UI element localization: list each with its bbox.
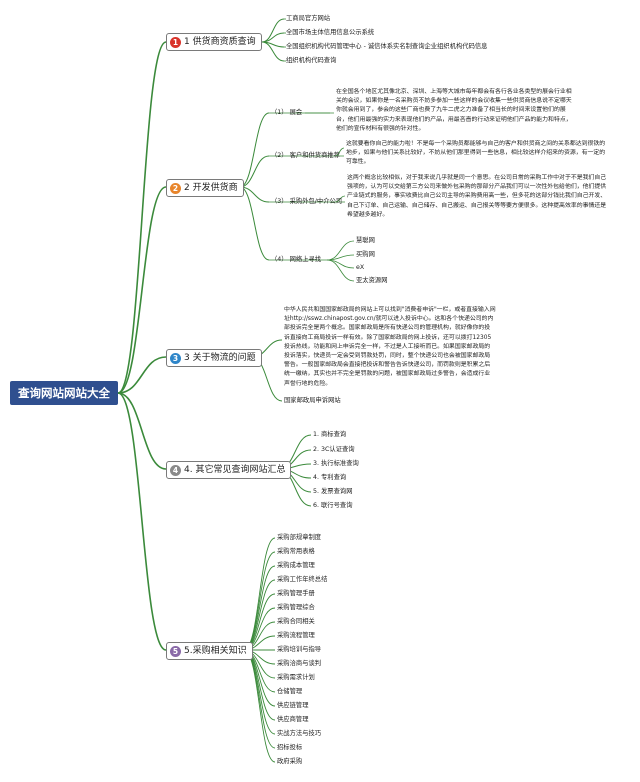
list-item[interactable]: 采购洽商与谈判 bbox=[277, 660, 322, 667]
connector bbox=[326, 259, 355, 269]
list-item[interactable]: 采购工作年终总结 bbox=[277, 576, 328, 583]
root-node[interactable]: 查询网站网站大全 bbox=[10, 381, 118, 405]
list-item[interactable]: 4. 专利查询 bbox=[313, 474, 347, 481]
connector bbox=[117, 356, 167, 394]
subtopic-referral[interactable]: （2） 客户和供货商推荐 bbox=[271, 152, 340, 159]
list-item[interactable]: 2. 3C认证查询 bbox=[313, 446, 355, 453]
topic-develop-suppliers[interactable]: 2 2 开发供货商 bbox=[166, 179, 244, 197]
list-item[interactable]: 仓储管理 bbox=[277, 688, 303, 695]
list-item[interactable]: 3. 执行标准查询 bbox=[313, 460, 359, 467]
list-item[interactable]: eX bbox=[356, 264, 365, 271]
list-item[interactable]: 组织机构代码查询 bbox=[286, 57, 337, 64]
list-item[interactable]: 5. 发票查询网 bbox=[313, 488, 353, 495]
number-badge: 4 bbox=[170, 464, 181, 476]
topic-label: 5.采购相关知识 bbox=[184, 646, 247, 656]
list-item[interactable]: 国家邮政局申诉网站 bbox=[284, 397, 341, 404]
connector bbox=[326, 259, 355, 282]
list-item[interactable]: 买购网 bbox=[356, 251, 375, 258]
list-item[interactable]: 供应链管理 bbox=[277, 702, 309, 709]
list-item[interactable]: 采购培训与指导 bbox=[277, 646, 322, 653]
topic-label: 1 供货商资质查询 bbox=[184, 37, 256, 47]
list-item[interactable]: 全国市场主体信用信息公示系统 bbox=[286, 29, 375, 36]
number-badge: 2 bbox=[170, 182, 181, 194]
topic-logistics[interactable]: 3 3 关于物流的问题 bbox=[166, 349, 262, 367]
connector bbox=[243, 649, 276, 735]
number-badge: 1 bbox=[170, 36, 181, 48]
connector bbox=[261, 18, 285, 43]
list-item[interactable]: 采购需求计划 bbox=[277, 674, 315, 681]
number-badge: 5 bbox=[170, 645, 181, 657]
connector bbox=[239, 155, 270, 188]
connector bbox=[243, 579, 276, 651]
list-item[interactable]: 实战方法与技巧 bbox=[277, 730, 322, 737]
list-item[interactable]: 工商局官方网站 bbox=[286, 15, 331, 22]
connector bbox=[117, 392, 167, 470]
topic-label: 4. 其它常见查询网站汇总 bbox=[184, 465, 286, 475]
list-item[interactable]: 1. 商标查询 bbox=[313, 431, 347, 438]
subtopic-exhibition[interactable]: （1） 展会 bbox=[271, 109, 303, 116]
connector bbox=[117, 392, 167, 651]
logistics-text: 中华人民共和国国家邮政局的网站上可以找到"消费者申诉"一栏，或者直接输入网址ht… bbox=[284, 307, 496, 387]
subtopic-outsourcing[interactable]: （3） 采购外包/中介公司 bbox=[271, 198, 343, 205]
topic-label: 2 开发供货商 bbox=[184, 183, 238, 193]
list-item[interactable]: 采购管理综合 bbox=[277, 604, 315, 611]
connector bbox=[334, 195, 346, 203]
connector bbox=[326, 240, 355, 261]
list-item[interactable]: 采购合同相关 bbox=[277, 618, 315, 625]
list-item[interactable]: 采购成本管理 bbox=[277, 562, 315, 569]
list-item[interactable]: 政府采购 bbox=[277, 758, 303, 765]
list-item[interactable]: 6. 联行号查询 bbox=[313, 502, 353, 509]
connector bbox=[243, 565, 276, 651]
subtopic-online[interactable]: （4） 网络上寻找 bbox=[271, 256, 322, 263]
connector bbox=[334, 147, 345, 157]
connector bbox=[239, 112, 270, 188]
number-badge: 3 bbox=[170, 352, 181, 364]
exhibition-text: 在全国各个地区尤其像北京、深圳、上海等大城市每年都会有各行各业各类型的展会行业相… bbox=[336, 89, 572, 132]
list-item[interactable]: 采购常用表格 bbox=[277, 548, 315, 555]
connector bbox=[239, 186, 270, 261]
list-item[interactable]: 招标投标 bbox=[277, 744, 303, 751]
connector bbox=[117, 41, 167, 394]
list-item[interactable]: 亚太资源网 bbox=[356, 277, 388, 284]
list-item[interactable]: 采购部规章制度 bbox=[277, 534, 322, 541]
list-item[interactable]: 全国组织机构代码管理中心 - 诚信体系实名制查询企业组织机构代码信息 bbox=[286, 43, 488, 50]
connector bbox=[243, 649, 276, 721]
list-item[interactable]: 供应商管理 bbox=[277, 716, 309, 723]
topic-label: 3 关于物流的问题 bbox=[184, 353, 256, 363]
list-item[interactable]: 采购流程管理 bbox=[277, 632, 315, 639]
connector bbox=[117, 186, 167, 394]
topic-supplier-qualification[interactable]: 1 1 供货商资质查询 bbox=[166, 33, 262, 51]
list-item[interactable]: 采购管理手册 bbox=[277, 590, 315, 597]
referral-text: 这就要看你自己的能力啦！不是每一个采购员都能够与自己的客户和供货商之间的关系都达… bbox=[346, 141, 606, 166]
list-item[interactable]: 慧聪网 bbox=[356, 237, 375, 244]
connector bbox=[261, 41, 285, 62]
topic-procurement-knowledge[interactable]: 5 5.采购相关知识 bbox=[166, 642, 253, 660]
topic-other-queries[interactable]: 4 4. 其它常见查询网站汇总 bbox=[166, 461, 292, 479]
outsourcing-text: 这两个概念比较相似，对于我来说几乎就是同一个意思。在公司日常的采购工作中对于不是… bbox=[347, 175, 607, 218]
